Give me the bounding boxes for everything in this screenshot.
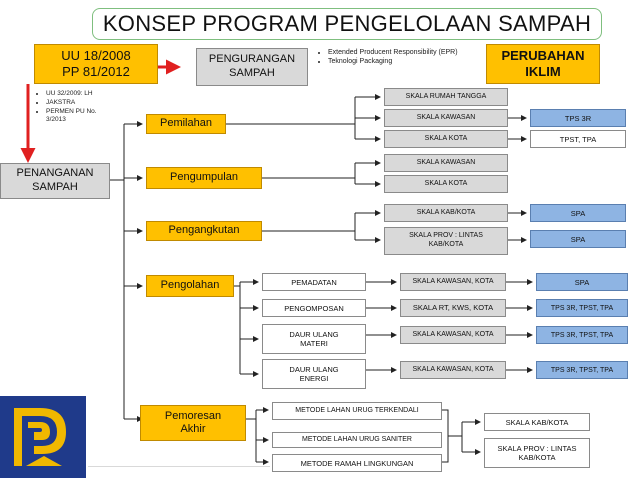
method-box: METODE LAHAN URUG SANITER bbox=[272, 432, 442, 448]
method-box: METODE LAHAN URUG TERKENDALI bbox=[272, 402, 442, 420]
step-pengangkutan: Pengangkutan bbox=[146, 221, 262, 241]
climate-line-1: PERUBAHAN bbox=[501, 47, 585, 63]
scale-box: SKALA KAWASAN, KOTA bbox=[400, 361, 506, 379]
output-box: TPS 3R, TPST, TPA bbox=[536, 299, 628, 317]
output-box: TPS 3R, TPST, TPA bbox=[536, 361, 628, 379]
law-line-1: UU 18/2008 bbox=[61, 47, 131, 63]
climate-box: PERUBAHAN IKLIM bbox=[486, 44, 600, 84]
reduction-note: Extended Producent Responsibility (EPR) bbox=[328, 48, 488, 57]
regulation-note: PERMEN PU No. 3/2013 bbox=[46, 108, 116, 126]
footer-divider bbox=[88, 466, 270, 467]
output-box: TPS 3R bbox=[530, 109, 626, 127]
output-box: SPA bbox=[530, 204, 626, 222]
reduction-notes: Extended Producent Responsibility (EPR) … bbox=[318, 48, 488, 67]
output-box: TPS 3R, TPST, TPA bbox=[536, 326, 628, 344]
scale-box: SKALA RT, KWS, KOTA bbox=[400, 299, 506, 317]
scale-box: SKALA KAB/KOTA bbox=[484, 413, 590, 431]
scale-box: SKALA KAWASAN bbox=[384, 109, 508, 127]
step-pengolahan: Pengolahan bbox=[146, 275, 234, 297]
step-pemilahan: Pemilahan bbox=[146, 114, 226, 134]
scale-box: SKALA KAWASAN bbox=[384, 154, 508, 172]
scale-box: SKALA KOTA bbox=[384, 175, 508, 193]
handling-line-2: SAMPAH bbox=[32, 181, 78, 193]
handling-box: PENANGANAN SAMPAH bbox=[0, 163, 110, 199]
regulation-note: JAKSTRA bbox=[46, 99, 116, 108]
scale-box: SKALA KAB/KOTA bbox=[384, 204, 508, 222]
output-box: SPA bbox=[536, 273, 628, 291]
output-box: SPA bbox=[530, 230, 626, 248]
climate-line-2: IKLIM bbox=[525, 64, 561, 79]
law-line-2: PP 81/2012 bbox=[62, 64, 130, 79]
method-box: DAUR ULANG MATERI bbox=[262, 324, 366, 354]
reduction-note: Teknologi Packaging bbox=[328, 57, 488, 66]
scale-box: SKALA PROV : LINTAS KAB/KOTA bbox=[384, 227, 508, 255]
scale-box: SKALA KOTA bbox=[384, 130, 508, 148]
handling-line-1: PENANGANAN bbox=[16, 167, 94, 180]
step-pengumpulan: Pengumpulan bbox=[146, 167, 262, 189]
regulation-note: UU 32/2009: LH bbox=[46, 90, 116, 99]
ministry-logo-icon bbox=[0, 396, 86, 478]
method-box: DAUR ULANG ENERGI bbox=[262, 359, 366, 389]
step-pemrosesan-akhir: Pemoresan Akhir bbox=[140, 405, 246, 441]
scale-box: SKALA KAWASAN, KOTA bbox=[400, 326, 506, 344]
reduction-box: PENGURANGAN SAMPAH bbox=[196, 48, 308, 86]
regulation-notes: UU 32/2009: LH JAKSTRA PERMEN PU No. 3/2… bbox=[36, 90, 116, 125]
output-box: TPST, TPA bbox=[530, 130, 626, 148]
page-title: KONSEP PROGRAM PENGELOLAAN SAMPAH bbox=[92, 8, 602, 40]
reduction-line-2: SAMPAH bbox=[229, 67, 275, 79]
scale-box: SKALA KAWASAN, KOTA bbox=[400, 273, 506, 291]
scale-box: SKALA RUMAH TANGGA bbox=[384, 88, 508, 106]
method-box: METODE RAMAH LINGKUNGAN bbox=[272, 454, 442, 472]
method-box: PEMADATAN bbox=[262, 273, 366, 291]
scale-box: SKALA PROV : LINTAS KAB/KOTA bbox=[484, 438, 590, 468]
method-box: PENGOMPOSAN bbox=[262, 299, 366, 317]
reduction-line-1: PENGURANGAN bbox=[208, 53, 296, 66]
law-box: UU 18/2008 PP 81/2012 bbox=[34, 44, 158, 84]
